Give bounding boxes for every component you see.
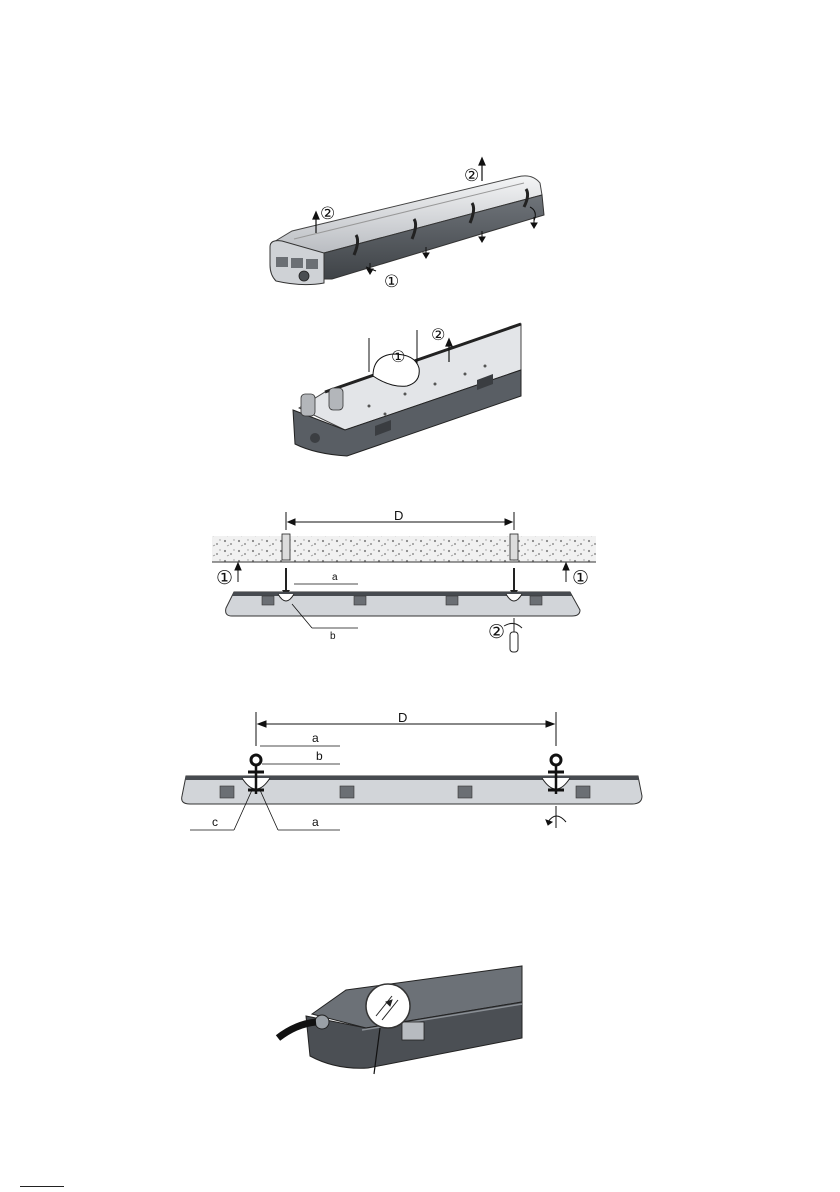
- cable-entry-drawing: [276, 962, 526, 1082]
- lampholder: [301, 394, 315, 416]
- cable-gland: [315, 1015, 329, 1029]
- ceiling-concrete: [212, 536, 596, 562]
- dimension-label: D: [398, 710, 407, 725]
- end-cap-window: [306, 259, 318, 269]
- part-label-a: a: [332, 572, 338, 583]
- part-label-a: a: [312, 815, 319, 829]
- clip-tab: [402, 1022, 424, 1040]
- part-label-c: c: [212, 815, 218, 829]
- callout-2: ②: [464, 166, 479, 185]
- part-label-b: b: [316, 749, 323, 763]
- dimension-label: D: [394, 508, 403, 523]
- callout-1: ①: [384, 272, 399, 291]
- callout-2: ②: [431, 327, 445, 344]
- figure-suspension-mount: D a b: [172, 700, 652, 860]
- cable-gland: [299, 271, 309, 281]
- part-label-a: a: [312, 731, 319, 745]
- footer-rule: [20, 1186, 64, 1187]
- part-label-b: b: [330, 631, 336, 642]
- end-cap-window: [276, 257, 288, 267]
- callout-1: ①: [391, 349, 405, 366]
- suspension-mount-drawing: D a b: [172, 700, 652, 860]
- figure-cable-entry: [276, 962, 526, 1082]
- ceiling-mount-drawing: D ① ① a: [208, 508, 608, 668]
- figure-ceiling-surface-mount: D ① ① a: [208, 508, 608, 668]
- detail-magnifier: [366, 984, 410, 1028]
- callout-2: ②: [488, 622, 505, 643]
- figure-cover-removal: ① ② ②: [262, 155, 562, 300]
- gear-tray-drawing: ① ②: [285, 318, 525, 458]
- rotation-arrow: [546, 806, 566, 828]
- lampholder: [329, 388, 343, 410]
- callout-2: ②: [320, 204, 335, 223]
- end-cap-window: [291, 258, 303, 268]
- callout-1: ①: [572, 568, 589, 589]
- cable-gland: [310, 433, 320, 443]
- wall-plug-left: [282, 534, 290, 596]
- wall-plug-right: [510, 534, 518, 596]
- screwdriver: [504, 618, 522, 652]
- callout-1: ①: [216, 568, 233, 589]
- figure-gear-tray-removal: ① ②: [285, 318, 525, 458]
- cover-removal-drawing: ① ② ②: [262, 155, 562, 300]
